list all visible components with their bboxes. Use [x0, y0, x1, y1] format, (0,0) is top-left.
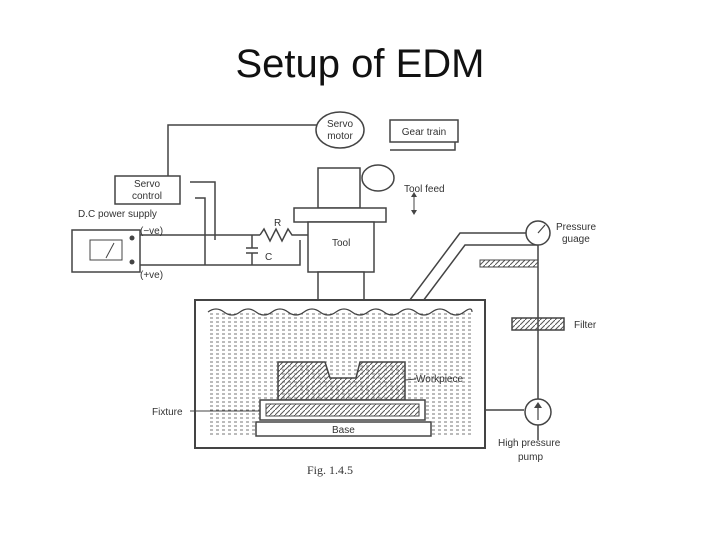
tool-feed-label: Tool feed [404, 184, 445, 195]
strainer [479, 259, 539, 268]
pump-label-1: High pressure [498, 438, 561, 449]
figure-caption: Fig. 1.4.5 [307, 463, 353, 477]
capacitor-label: C [265, 252, 272, 263]
edm-setup-diagram: Servo motor Gear train Servo control D.C… [60, 100, 640, 480]
filter-label: Filter [574, 320, 597, 331]
fixture-label: Fixture [152, 407, 183, 418]
pump-label-2: pump [518, 452, 543, 463]
pressure-gauge-label-2: guage [562, 234, 590, 245]
base: Base [255, 421, 432, 437]
servo-motor-label-2: motor [327, 131, 353, 142]
pressure-gauge-label-1: Pressure [556, 222, 596, 233]
filter: Filter [511, 317, 597, 331]
resistor-label: R [274, 218, 281, 229]
diagram-canvas: Servo motor Gear train Servo control D.C… [71, 111, 597, 477]
tool-label: Tool [332, 238, 350, 249]
gear-train-label: Gear train [402, 127, 446, 138]
servo-motor: Servo motor [315, 111, 365, 149]
base-label: Base [332, 425, 355, 436]
dc-power-supply-label: D.C power supply [78, 209, 157, 220]
dc-power-supply: D.C power supply (−ve) (+ve) [71, 209, 163, 281]
servo-control: Servo control [114, 175, 181, 205]
dielectric-tank [194, 299, 486, 449]
workpiece: Workpiece [277, 361, 463, 401]
gear-train: Gear train [389, 119, 459, 143]
negative-terminal-label: (−ve) [140, 226, 163, 237]
fixture: Fixture [152, 399, 426, 421]
servo-motor-label-1: Servo [327, 119, 354, 130]
tool-feed: Tool feed [361, 164, 445, 215]
rc-circuit [246, 227, 310, 265]
slide-title: Setup of EDM [235, 42, 485, 86]
positive-terminal-label: (+ve) [140, 270, 163, 281]
pressure-gauge: Pressure guage [525, 220, 596, 246]
workpiece-label: Workpiece [416, 374, 463, 385]
servo-control-label-1: Servo [134, 179, 161, 190]
high-pressure-pump: High pressure pump [498, 398, 561, 463]
servo-control-label-2: control [132, 191, 162, 202]
